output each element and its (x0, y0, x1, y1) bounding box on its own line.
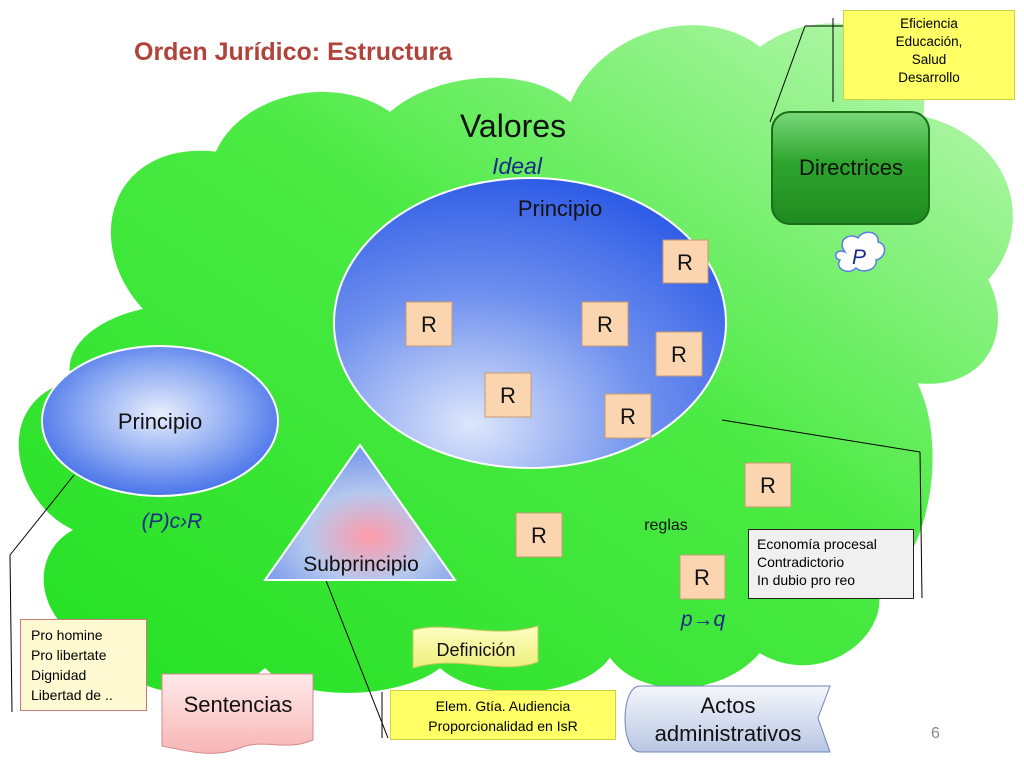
rule-label: R (694, 565, 710, 590)
rule-box (515, 512, 563, 558)
rule-label: R (677, 250, 693, 275)
rule-box (679, 554, 726, 600)
page-number: 6 (931, 725, 940, 742)
rule-label: R (620, 404, 636, 429)
note-line: Dignidad (31, 667, 87, 683)
p-badge-cloud (834, 231, 886, 272)
valores-label: Valores (460, 108, 566, 144)
sentencias-shape (161, 673, 314, 754)
rule-box (604, 393, 652, 439)
actos-label-line1: Actos (700, 693, 755, 718)
p-badge-label: P (852, 246, 866, 269)
sentencias-label: Sentencias (184, 692, 293, 717)
rule-box (581, 301, 629, 347)
actos-label-line2: administrativos (655, 721, 802, 746)
rule-box (655, 331, 703, 377)
principio-main-ellipse (333, 177, 727, 469)
note-line: Proporcionalidad en IsR (428, 718, 578, 734)
rule-label: R (421, 312, 437, 337)
directrices-label: Directrices (799, 155, 903, 180)
note-line: In dubio pro reo (757, 572, 856, 588)
rule-label: R (597, 312, 613, 337)
principio-formula: (P)c›R (142, 510, 203, 533)
rules-loose (515, 462, 792, 600)
note-line: Educación, (895, 34, 963, 49)
definicion-banner (412, 625, 539, 669)
principio-main-label: Principio (518, 196, 602, 221)
note-line: Elem. Gtía. Audiencia (435, 698, 571, 714)
rule-label: R (531, 523, 547, 548)
note-line: Eficiencia (900, 16, 958, 31)
rule-label: R (500, 383, 516, 408)
p-q-label: p→q (680, 608, 726, 631)
note-line: Libertad de .. (31, 687, 113, 703)
note-line: Pro libertate (31, 647, 107, 663)
note-line: Economía procesal (757, 536, 877, 552)
note-line: Salud (911, 52, 947, 67)
rule-label: R (671, 342, 687, 367)
note-line: Desarrollo (898, 70, 960, 85)
directrices-examples-note: Eficiencia Educación, Salud Desarrollo (843, 10, 1015, 100)
note-line: Contradictorio (757, 554, 845, 570)
subprincipio-examples-note: Elem. Gtía. Audiencia Proporcionalidad e… (390, 690, 616, 740)
subprincipio-label: Subprincipio (303, 553, 419, 576)
rule-box (662, 239, 709, 284)
rule-box (405, 301, 453, 347)
slide-title: Orden Jurídico: Estructura (134, 38, 453, 66)
rule-label: R (760, 473, 776, 498)
rule-box (484, 372, 532, 418)
rule-box (744, 462, 792, 508)
principio-left-ellipse (41, 345, 279, 497)
reglas-label: reglas (644, 517, 688, 534)
definicion-label: Definición (436, 640, 515, 660)
actos-shape (624, 685, 831, 753)
note-line: Pro homine (31, 627, 103, 643)
rules-in-principio (405, 239, 709, 439)
ideal-label: Ideal (492, 153, 543, 179)
rules-examples-note: Economía procesal Contradictorio In dubi… (748, 529, 914, 599)
subprincipio-triangle (263, 443, 457, 581)
principio-examples-note: Pro homine Pro libertate Dignidad Libert… (20, 619, 147, 711)
principio-left-label: Principio (118, 409, 202, 434)
directrices-box (771, 111, 930, 225)
